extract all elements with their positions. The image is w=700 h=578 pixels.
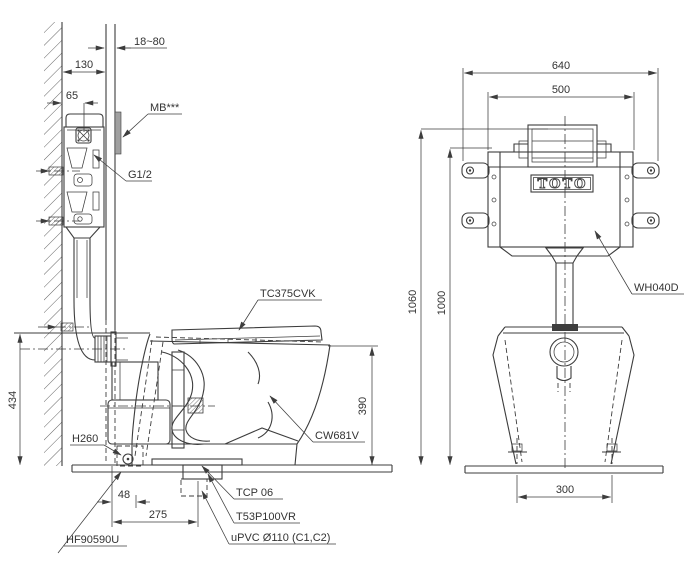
dim-outlet-setout-275: 275 [149,509,167,521]
floor-fixing [116,445,144,467]
label-bowl-model: CW681V [269,395,365,443]
svg-text:H260: H260 [72,433,98,445]
svg-text:G1/2: G1/2 [128,169,152,181]
inlet-assembly [100,351,215,449]
label-seat-model: TC375CVK [238,288,322,331]
svg-text:TC375CVK: TC375CVK [260,288,316,300]
dim-bracket-width-640: 640 [552,60,570,72]
front-view: TOTO [407,60,684,503]
label-inlet-g12: G1/2 [93,154,152,182]
svg-text:T53P100VR: T53P100VR [236,511,296,523]
wall-section [44,22,63,466]
label-tank-model: WH040D [594,230,684,295]
toto-logo: TOTO [530,174,594,193]
label-tcp06: TCP 06 [201,465,283,500]
svg-text:HF90590U: HF90590U [66,534,119,546]
bowl-side [14,332,331,497]
svg-text:uPVC Ø110 (C1,C2): uPVC Ø110 (C1,C2) [231,532,330,544]
dim-fix-offset-48: 48 [118,489,130,501]
side-labels: MB*** G1/2 TC375CVK CW681V H260 [57,102,365,554]
flush-pipe-side [20,226,128,367]
mounting-brackets [461,162,660,229]
svg-text:TCP 06: TCP 06 [236,487,273,499]
dim-inlet-offset: 65 [66,90,78,102]
label-mb-panel: MB*** [122,102,182,138]
tank-internals [66,147,100,225]
mb-access-panel [114,111,122,155]
brand-logo-text: TOTO [538,177,588,192]
floor-front [464,465,664,474]
water-inlet-fitting [75,127,92,144]
label-upvc-pipe: uPVC Ø110 (C1,C2) [201,490,336,545]
front-dimensions: 640 500 1060 1000 300 [407,60,659,503]
dim-frame-width-500: 500 [552,84,570,96]
dim-wall-to-board: 130 [75,59,93,71]
dim-rim-height-390: 390 [357,397,369,415]
front-labels: WH040D [594,230,684,295]
dim-bolt-spacing-300: 300 [556,484,574,496]
label-floor-fixing-kit: HF90590U [57,471,127,554]
flush-pipe-front [544,247,585,331]
wall-board [105,24,122,464]
concealed-tank-front: TOTO [461,124,660,257]
base-bolts [508,438,621,464]
svg-text:WH040D: WH040D [634,282,679,294]
outlet-flange [151,458,243,497]
dim-height-1000: 1000 [436,291,448,315]
svg-text:MB***: MB*** [150,102,180,114]
dim-height-434: 434 [7,391,19,409]
seat-side [171,325,323,345]
svg-text:CW681V: CW681V [315,430,360,442]
label-h260: H260 [70,433,122,456]
bowl-front [492,326,635,465]
side-view: 18~80 130 65 434 390 48 275 [7,22,393,554]
wall-anchor-bolts [36,166,80,226]
dim-board-thickness: 18~80 [134,36,165,48]
side-dimensions: 18~80 130 65 434 390 48 275 [7,36,378,527]
dim-height-1060: 1060 [407,290,419,314]
label-t53p100vr: T53P100VR [207,473,300,524]
